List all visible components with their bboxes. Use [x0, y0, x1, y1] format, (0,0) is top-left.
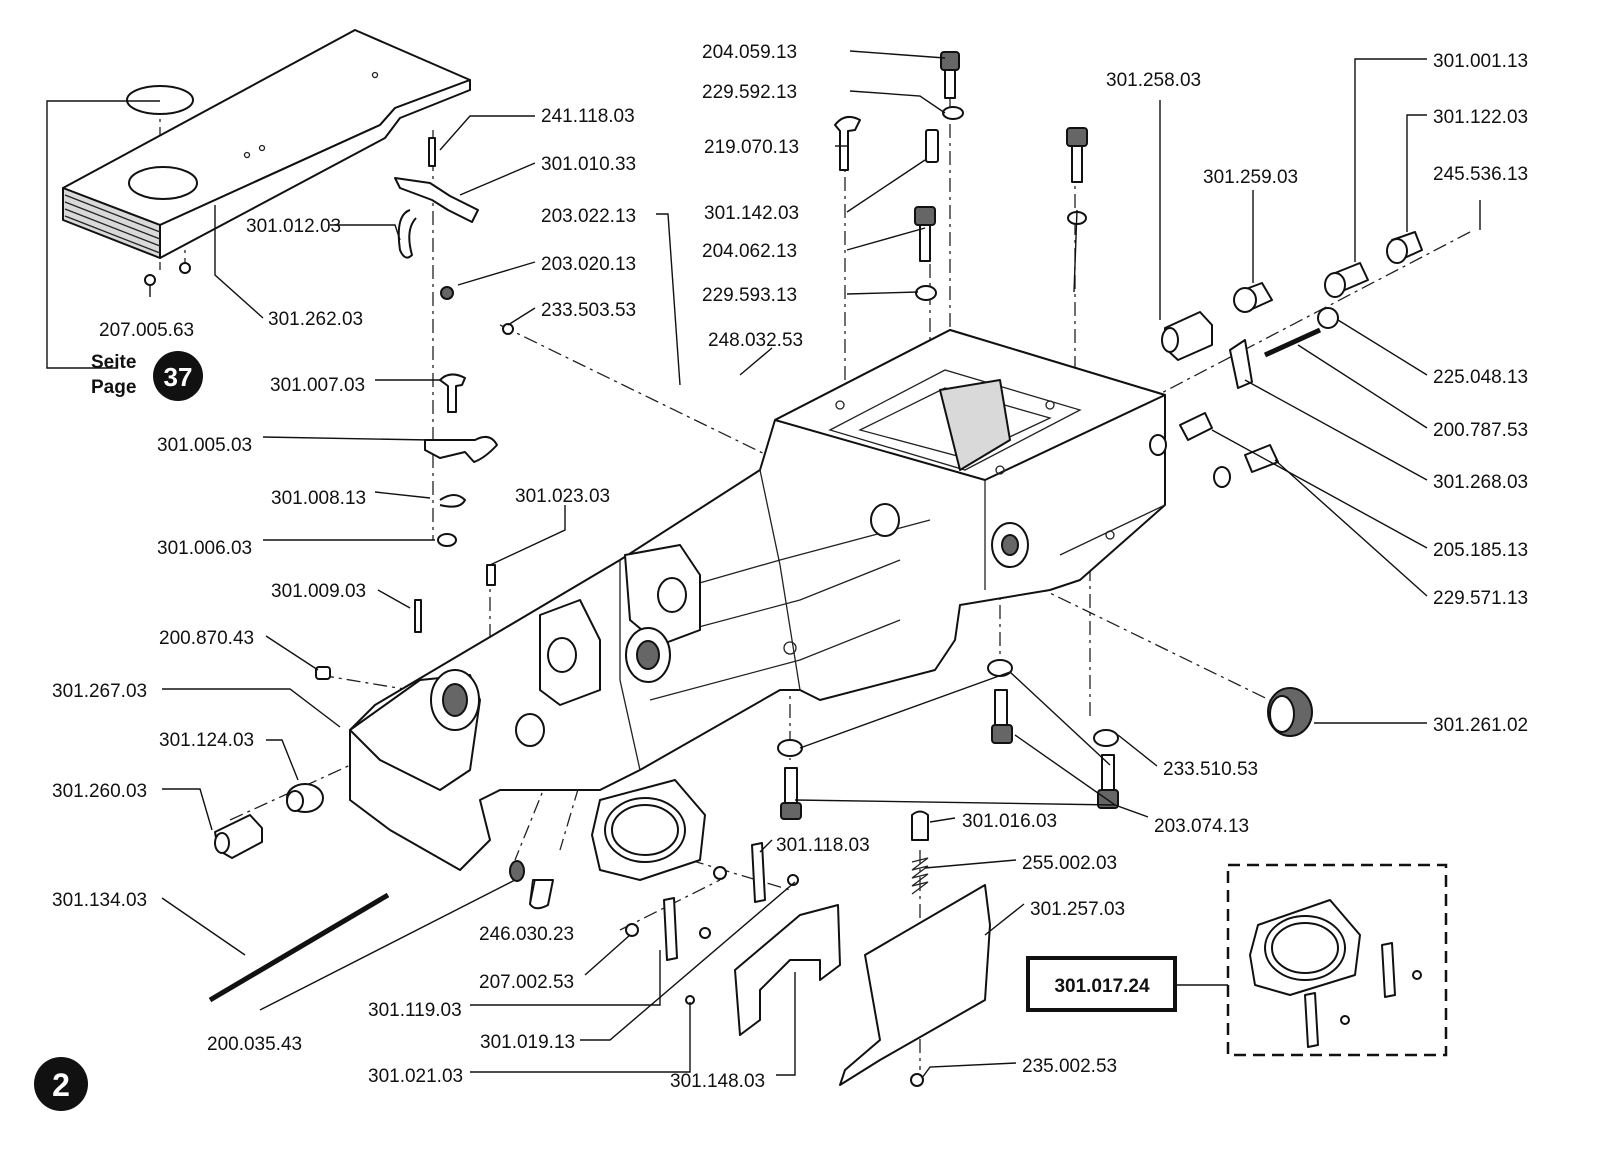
label-301-019-13: 301.019.13 [480, 1032, 575, 1053]
label-207-005-63: 207.005.63 [99, 320, 194, 341]
label-301-012-03: 301.012.03 [246, 216, 341, 237]
label-255-002-03: 255.002.03 [1022, 853, 1117, 874]
label-301-016-03: 301.016.03 [962, 811, 1057, 832]
bed-plate [62, 29, 471, 286]
label-301-261-02: 301.261.02 [1433, 715, 1528, 736]
arm-housing-casting [349, 329, 1166, 871]
label-204-059-13: 204.059.13 [702, 42, 797, 63]
label-301-009-03: 301.009.03 [271, 581, 366, 602]
label-235-002-53: 235.002.53 [1022, 1056, 1117, 1077]
label-245-536-13: 245.536.13 [1433, 164, 1528, 185]
reference-number: 37 [164, 362, 193, 392]
label-225-048-13: 225.048.13 [1433, 367, 1528, 388]
label-301-007-03: 301.007.03 [270, 375, 365, 396]
label-301-122-03: 301.122.03 [1433, 107, 1528, 128]
label-301-257-03: 301.257.03 [1030, 899, 1125, 920]
reference-badge [153, 351, 203, 401]
label-301-023-03: 301.023.03 [515, 486, 610, 507]
label-246-030-23: 246.030.23 [479, 924, 574, 945]
reference-seite: Seite [91, 352, 136, 373]
label-301-001-13: 301.001.13 [1433, 51, 1528, 72]
label-204-062-13: 204.062.13 [702, 241, 797, 262]
label-301-005-03: 301.005.03 [157, 435, 252, 456]
page-number: 2 [52, 1067, 70, 1103]
label-207-002-53: 207.002.53 [479, 972, 574, 993]
label-229-592-13: 229.592.13 [702, 82, 797, 103]
label-301-267-03: 301.267.03 [52, 681, 147, 702]
label-200-870-43: 200.870.43 [159, 628, 254, 649]
label-301-148-03: 301.148.03 [670, 1071, 765, 1092]
label-301-134-03: 301.134.03 [52, 890, 147, 911]
label-301-259-03: 301.259.03 [1203, 167, 1298, 188]
label-301-258-03: 301.258.03 [1106, 70, 1201, 91]
label-301-260-03: 301.260.03 [52, 781, 147, 802]
label-301-119-03: 301.119.03 [368, 1000, 462, 1021]
label-203-074-13: 203.074.13 [1154, 816, 1249, 837]
label-301-124-03: 301.124.03 [159, 730, 254, 751]
page-reference: Seite Page 37 [91, 351, 203, 401]
label-219-070-13: 219.070.13 [704, 137, 799, 158]
label-301-006-03: 301.006.03 [157, 538, 252, 559]
label-203-020-13: 203.020.13 [541, 254, 636, 275]
label-203-022-13: 203.022.13 [541, 206, 636, 227]
label-248-032-53: 248.032.53 [708, 330, 803, 351]
label-233-503-53: 233.503.53 [541, 300, 636, 321]
label-200-035-43: 200.035.43 [207, 1034, 302, 1055]
reference-page: Page [91, 377, 136, 398]
part-labels: 204.059.13 229.592.13 219.070.13 301.142… [52, 42, 1528, 1092]
page-number-badge: 2 [34, 1057, 88, 1111]
label-241-118-03: 241.118.03 [541, 106, 635, 127]
label-301-268-03: 301.268.03 [1433, 472, 1528, 493]
label-301-010-33: 301.010.33 [541, 154, 636, 175]
bed-plate-edge-lines [64, 194, 161, 254]
kit-label: 301.017.24 [1054, 976, 1150, 997]
leader-lines [46, 50, 1481, 1079]
small-parts [208, 51, 1423, 1087]
label-301-021-03: 301.021.03 [368, 1066, 463, 1087]
label-301-008-13: 301.008.13 [271, 488, 366, 509]
label-301-142-03: 301.142.03 [704, 203, 799, 224]
label-205-185-13: 205.185.13 [1433, 540, 1528, 561]
label-229-593-13: 229.593.13 [702, 285, 797, 306]
kit-box: 301.017.24 [1026, 863, 1448, 1057]
label-229-571-13: 229.571.13 [1433, 588, 1528, 609]
label-200-787-53: 200.787.53 [1433, 420, 1528, 441]
label-301-262-03: 301.262.03 [268, 309, 363, 330]
label-233-510-53: 233.510.53 [1163, 759, 1258, 780]
label-301-118-03: 301.118.03 [776, 835, 870, 856]
